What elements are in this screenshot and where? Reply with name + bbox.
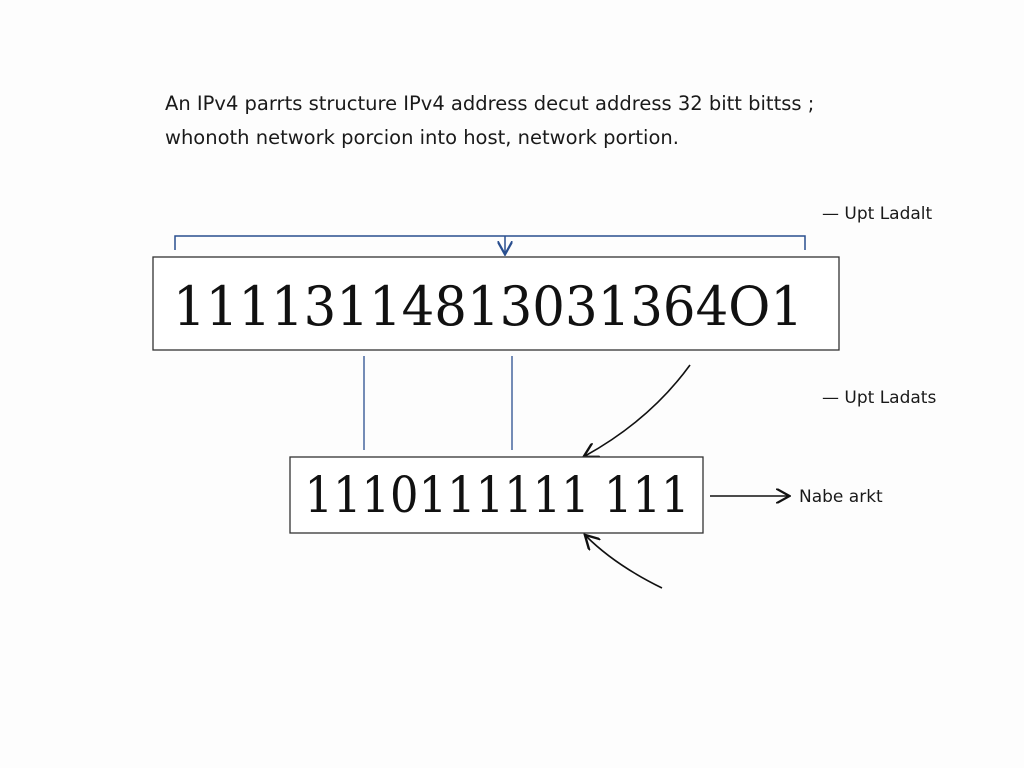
curved-arrow-bottom <box>586 536 663 589</box>
top-address-box <box>152 256 840 351</box>
network-bracket <box>174 235 806 250</box>
bottom-address-box <box>289 456 704 534</box>
label-middle: — Upt Ladats <box>822 388 936 408</box>
curved-arrow-top <box>585 364 691 456</box>
label-right: Nabe arkt <box>799 487 883 507</box>
caption-line-1: An IPv4 parrts structure IPv4 address de… <box>165 92 814 115</box>
caption-line-2: whonoth network porcion into host, netwo… <box>165 126 679 149</box>
label-upper: — Upt Ladalt <box>822 204 933 224</box>
top-address-value: 11113114813031364O1 <box>173 275 803 338</box>
bottom-address-value: 1110111111 111 <box>305 466 690 524</box>
